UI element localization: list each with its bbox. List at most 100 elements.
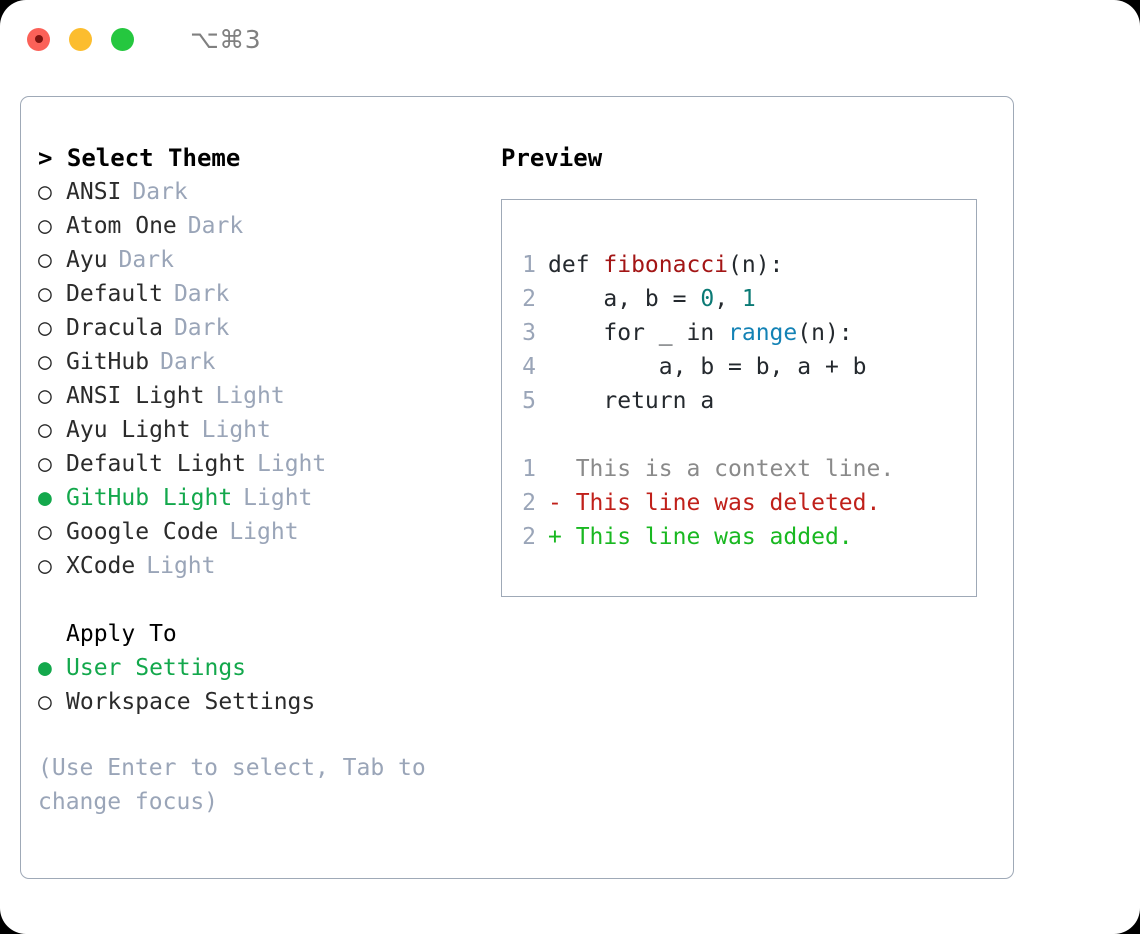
radio-unselected-icon: ○ — [38, 247, 52, 273]
radio-selected-icon: ● — [38, 485, 52, 511]
theme-variant-tag: Light — [201, 417, 271, 443]
theme-option-label: Atom One — [66, 213, 177, 239]
theme-variant-tag: Light — [215, 383, 285, 409]
theme-variant-tag: Dark — [173, 281, 230, 307]
radio-unselected-icon: ○ — [38, 213, 52, 239]
code-token: (n): — [797, 320, 853, 346]
radio-unselected-icon: ○ — [38, 315, 52, 341]
theme-option-ayu[interactable]: ○ Ayu Dark — [38, 243, 498, 277]
code-token: range — [728, 320, 798, 346]
line-number: 2 — [522, 524, 536, 550]
theme-option-label: Default — [66, 281, 163, 307]
diff-content: + This line was added. — [548, 524, 853, 550]
theme-option-label: Dracula — [66, 315, 163, 341]
radio-unselected-icon: ○ — [38, 689, 52, 715]
theme-option-ansi-light[interactable]: ○ ANSI Light Light — [38, 379, 498, 413]
theme-option-label: Default Light — [66, 451, 247, 477]
theme-option-label: Ayu Light — [66, 417, 191, 443]
close-button[interactable] — [27, 27, 50, 51]
code-token: a, b = — [548, 286, 701, 312]
theme-option-label: GitHub Light — [66, 485, 233, 511]
theme-variant-tag: Dark — [118, 247, 174, 273]
theme-variant-tag: Dark — [187, 213, 244, 239]
diff-line-ctx: 1 This is a context line. — [502, 452, 976, 486]
code-line: 1 def fibonacci(n): — [502, 248, 976, 282]
code-token: 0 — [700, 286, 715, 312]
theme-option-label: Ayu — [66, 247, 108, 273]
code-content: a, b = 0, 1 — [548, 282, 756, 316]
theme-option-label: Google Code — [66, 519, 219, 545]
line-number: 4 — [522, 354, 536, 380]
theme-variant-tag: Dark — [132, 179, 188, 205]
code-token: for _ in — [548, 320, 729, 346]
line-number: 3 — [522, 320, 536, 346]
radio-unselected-icon: ○ — [38, 451, 52, 477]
theme-option-atom-one[interactable]: ○ Atom One Dark — [38, 209, 498, 243]
apply-to-option-workspace-settings[interactable]: ○ Workspace Settings — [38, 685, 498, 719]
code-line: 5 return a — [502, 384, 976, 418]
zoom-button[interactable] — [111, 27, 134, 51]
line-number: 1 — [522, 252, 536, 278]
radio-unselected-icon: ○ — [38, 553, 52, 579]
diff-line-add: 2 + This line was added. — [502, 520, 976, 554]
code-token: return a — [548, 388, 715, 414]
apply-to-option-label: User Settings — [66, 655, 247, 681]
theme-option-google-code[interactable]: ○ Google Code Light — [38, 515, 498, 549]
code-line: 2 a, b = 0, 1 — [502, 282, 976, 316]
radio-unselected-icon: ○ — [38, 383, 52, 409]
code-token: def — [548, 252, 604, 278]
keyboard-shortcut-label: ⌥⌘3 — [190, 24, 262, 54]
line-number: 2 — [522, 286, 536, 312]
code-token: fibonacci — [603, 252, 729, 278]
theme-option-default-light[interactable]: ○ Default Light Light — [38, 447, 498, 481]
theme-option-ayu-light[interactable]: ○ Ayu Light Light — [38, 413, 498, 447]
code-line: 4 a, b = b, a + b — [502, 350, 976, 384]
preview-header: Preview — [501, 144, 603, 172]
line-number: 5 — [522, 388, 536, 414]
radio-unselected-icon: ○ — [38, 417, 52, 443]
theme-variant-tag: Light — [257, 451, 327, 477]
code-token: (n): — [728, 252, 784, 278]
radio-unselected-icon: ○ — [38, 349, 52, 375]
theme-variant-tag: Light — [229, 519, 299, 545]
apply-to-option-label: Workspace Settings — [66, 689, 316, 715]
theme-variant-tag: Light — [146, 553, 216, 579]
apply-to-header: Apply To — [66, 621, 177, 647]
apply-to-list: ● User Settings ○ Workspace Settings — [38, 651, 498, 719]
apply-to-option-user-settings[interactable]: ● User Settings — [38, 651, 498, 685]
minimize-button[interactable] — [69, 27, 92, 51]
theme-option-label: ANSI — [66, 179, 122, 205]
radio-unselected-icon: ○ — [38, 519, 52, 545]
code-token: , — [714, 286, 742, 312]
line-number: 2 — [522, 490, 536, 516]
title-bar: ⌥⌘3 — [0, 0, 1140, 78]
theme-option-xcode[interactable]: ○ XCode Light — [38, 549, 498, 583]
theme-option-label: XCode — [66, 553, 136, 579]
keyboard-hint: (Use Enter to select, Tab to change focu… — [38, 755, 440, 815]
diff-line-del: 2- This line was deleted. — [502, 486, 976, 520]
theme-variant-tag: Dark — [173, 315, 230, 341]
line-number: 1 — [522, 456, 536, 482]
code-content: a, b = b, a + b — [548, 350, 867, 384]
radio-selected-icon: ● — [38, 655, 52, 681]
window-controls — [27, 27, 134, 51]
diff-sample: 1 This is a context line.2- This line wa… — [502, 452, 976, 554]
code-token: 1 — [741, 286, 756, 312]
code-content: def fibonacci(n): — [548, 248, 783, 282]
theme-option-label: ANSI Light — [66, 383, 205, 409]
select-theme-header: > Select Theme — [38, 144, 241, 172]
code-token: a, b = b, a + b — [548, 354, 867, 380]
theme-option-label: GitHub — [66, 349, 150, 375]
theme-option-dracula[interactable]: ○ Dracula Dark — [38, 311, 498, 345]
code-content: for _ in range(n): — [548, 316, 853, 350]
